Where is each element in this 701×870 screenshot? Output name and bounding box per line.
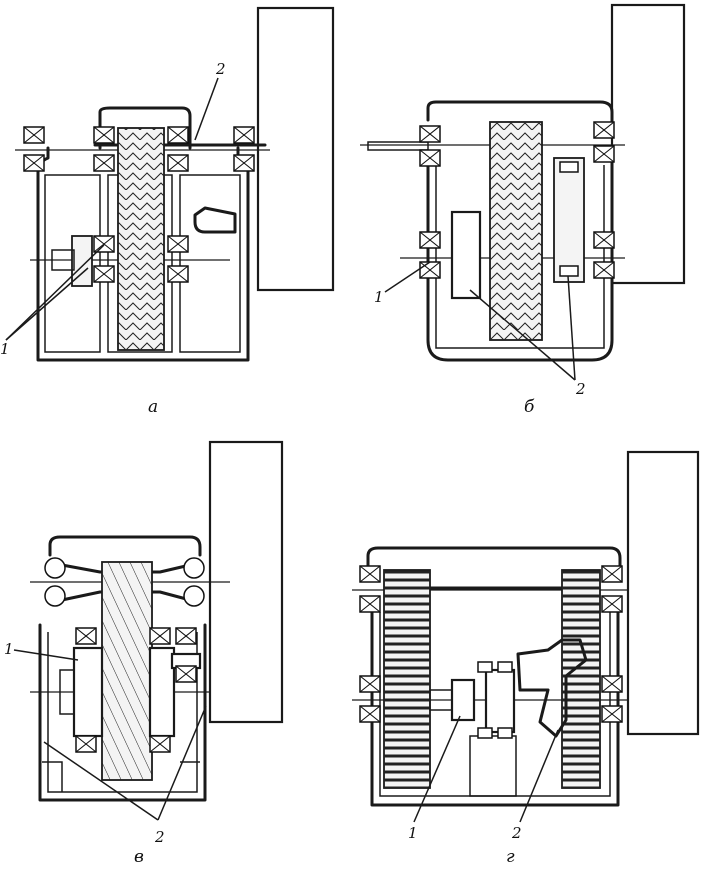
small-gear-b — [553, 157, 585, 283]
panel-v: 1 2 в — [4, 440, 284, 867]
label-b-2: 2 — [575, 380, 586, 398]
leader-b-2b — [567, 275, 576, 381]
input-shaft-b — [367, 141, 429, 151]
housing-b-inner — [435, 165, 605, 349]
label-v-2: 2 — [154, 828, 165, 846]
leader-a-2 — [194, 77, 219, 141]
leader-g-1 — [413, 715, 461, 823]
housing-v-feet — [42, 761, 200, 792]
coupling-g — [450, 678, 476, 722]
wheel-plate-a — [256, 6, 335, 292]
crank-a — [193, 206, 237, 234]
leader-v-2a — [43, 741, 159, 821]
pinion-g — [484, 668, 516, 734]
leader-a-1a — [5, 267, 89, 341]
caption-v: в — [134, 847, 144, 867]
bearings-v — [44, 557, 205, 753]
housing-g-center-cell — [469, 735, 517, 797]
bearings-b — [419, 121, 615, 279]
big-gear-v-teeth — [102, 562, 152, 780]
wheel-plate-b — [610, 3, 686, 285]
housing-a-left-cell — [44, 174, 101, 353]
label-g-1: 1 — [408, 824, 418, 842]
big-gear-a-teeth — [118, 128, 164, 350]
leader-b-1 — [384, 261, 431, 293]
leader-a-1b — [5, 244, 105, 341]
housing-v-inner — [47, 632, 198, 793]
housing-v — [38, 535, 207, 802]
panel-a: 2 1 а — [0, 6, 335, 417]
label-a-1: 1 — [0, 340, 10, 358]
housing-a-right-cell — [179, 174, 241, 353]
leader-b-2a — [469, 289, 576, 381]
label-b-1: 1 — [374, 288, 384, 306]
wheel-plate-g — [626, 450, 700, 736]
pinion-v-left — [72, 646, 104, 738]
crankshaft-g — [516, 638, 588, 738]
left-gear-g-teeth — [384, 570, 430, 788]
pinion-v-right — [148, 646, 176, 738]
pinion-a-hub — [51, 249, 75, 271]
label-v-1: 1 — [4, 640, 14, 658]
bearings-g — [359, 565, 623, 739]
leader-v-2b — [157, 705, 207, 821]
housing-b — [426, 100, 614, 362]
caption-b: б — [524, 397, 535, 417]
bearings-a — [23, 126, 255, 283]
pinion-v-hub — [59, 669, 75, 715]
leader-v-1 — [13, 649, 79, 661]
big-gear-b-teeth — [490, 122, 542, 340]
label-a-2: 2 — [215, 60, 226, 78]
panel-g: 1 2 г — [352, 450, 700, 867]
pinion-a — [71, 235, 93, 287]
coupling-g-shaft — [429, 689, 453, 711]
leader-g-2 — [519, 729, 559, 823]
pinion-b — [450, 210, 482, 300]
label-g-2: 2 — [511, 824, 522, 842]
caption-g: г — [506, 847, 515, 867]
right-gear-g-teeth — [562, 570, 600, 788]
caption-a: а — [148, 397, 158, 417]
panel-b: 1 2 б — [360, 3, 686, 417]
